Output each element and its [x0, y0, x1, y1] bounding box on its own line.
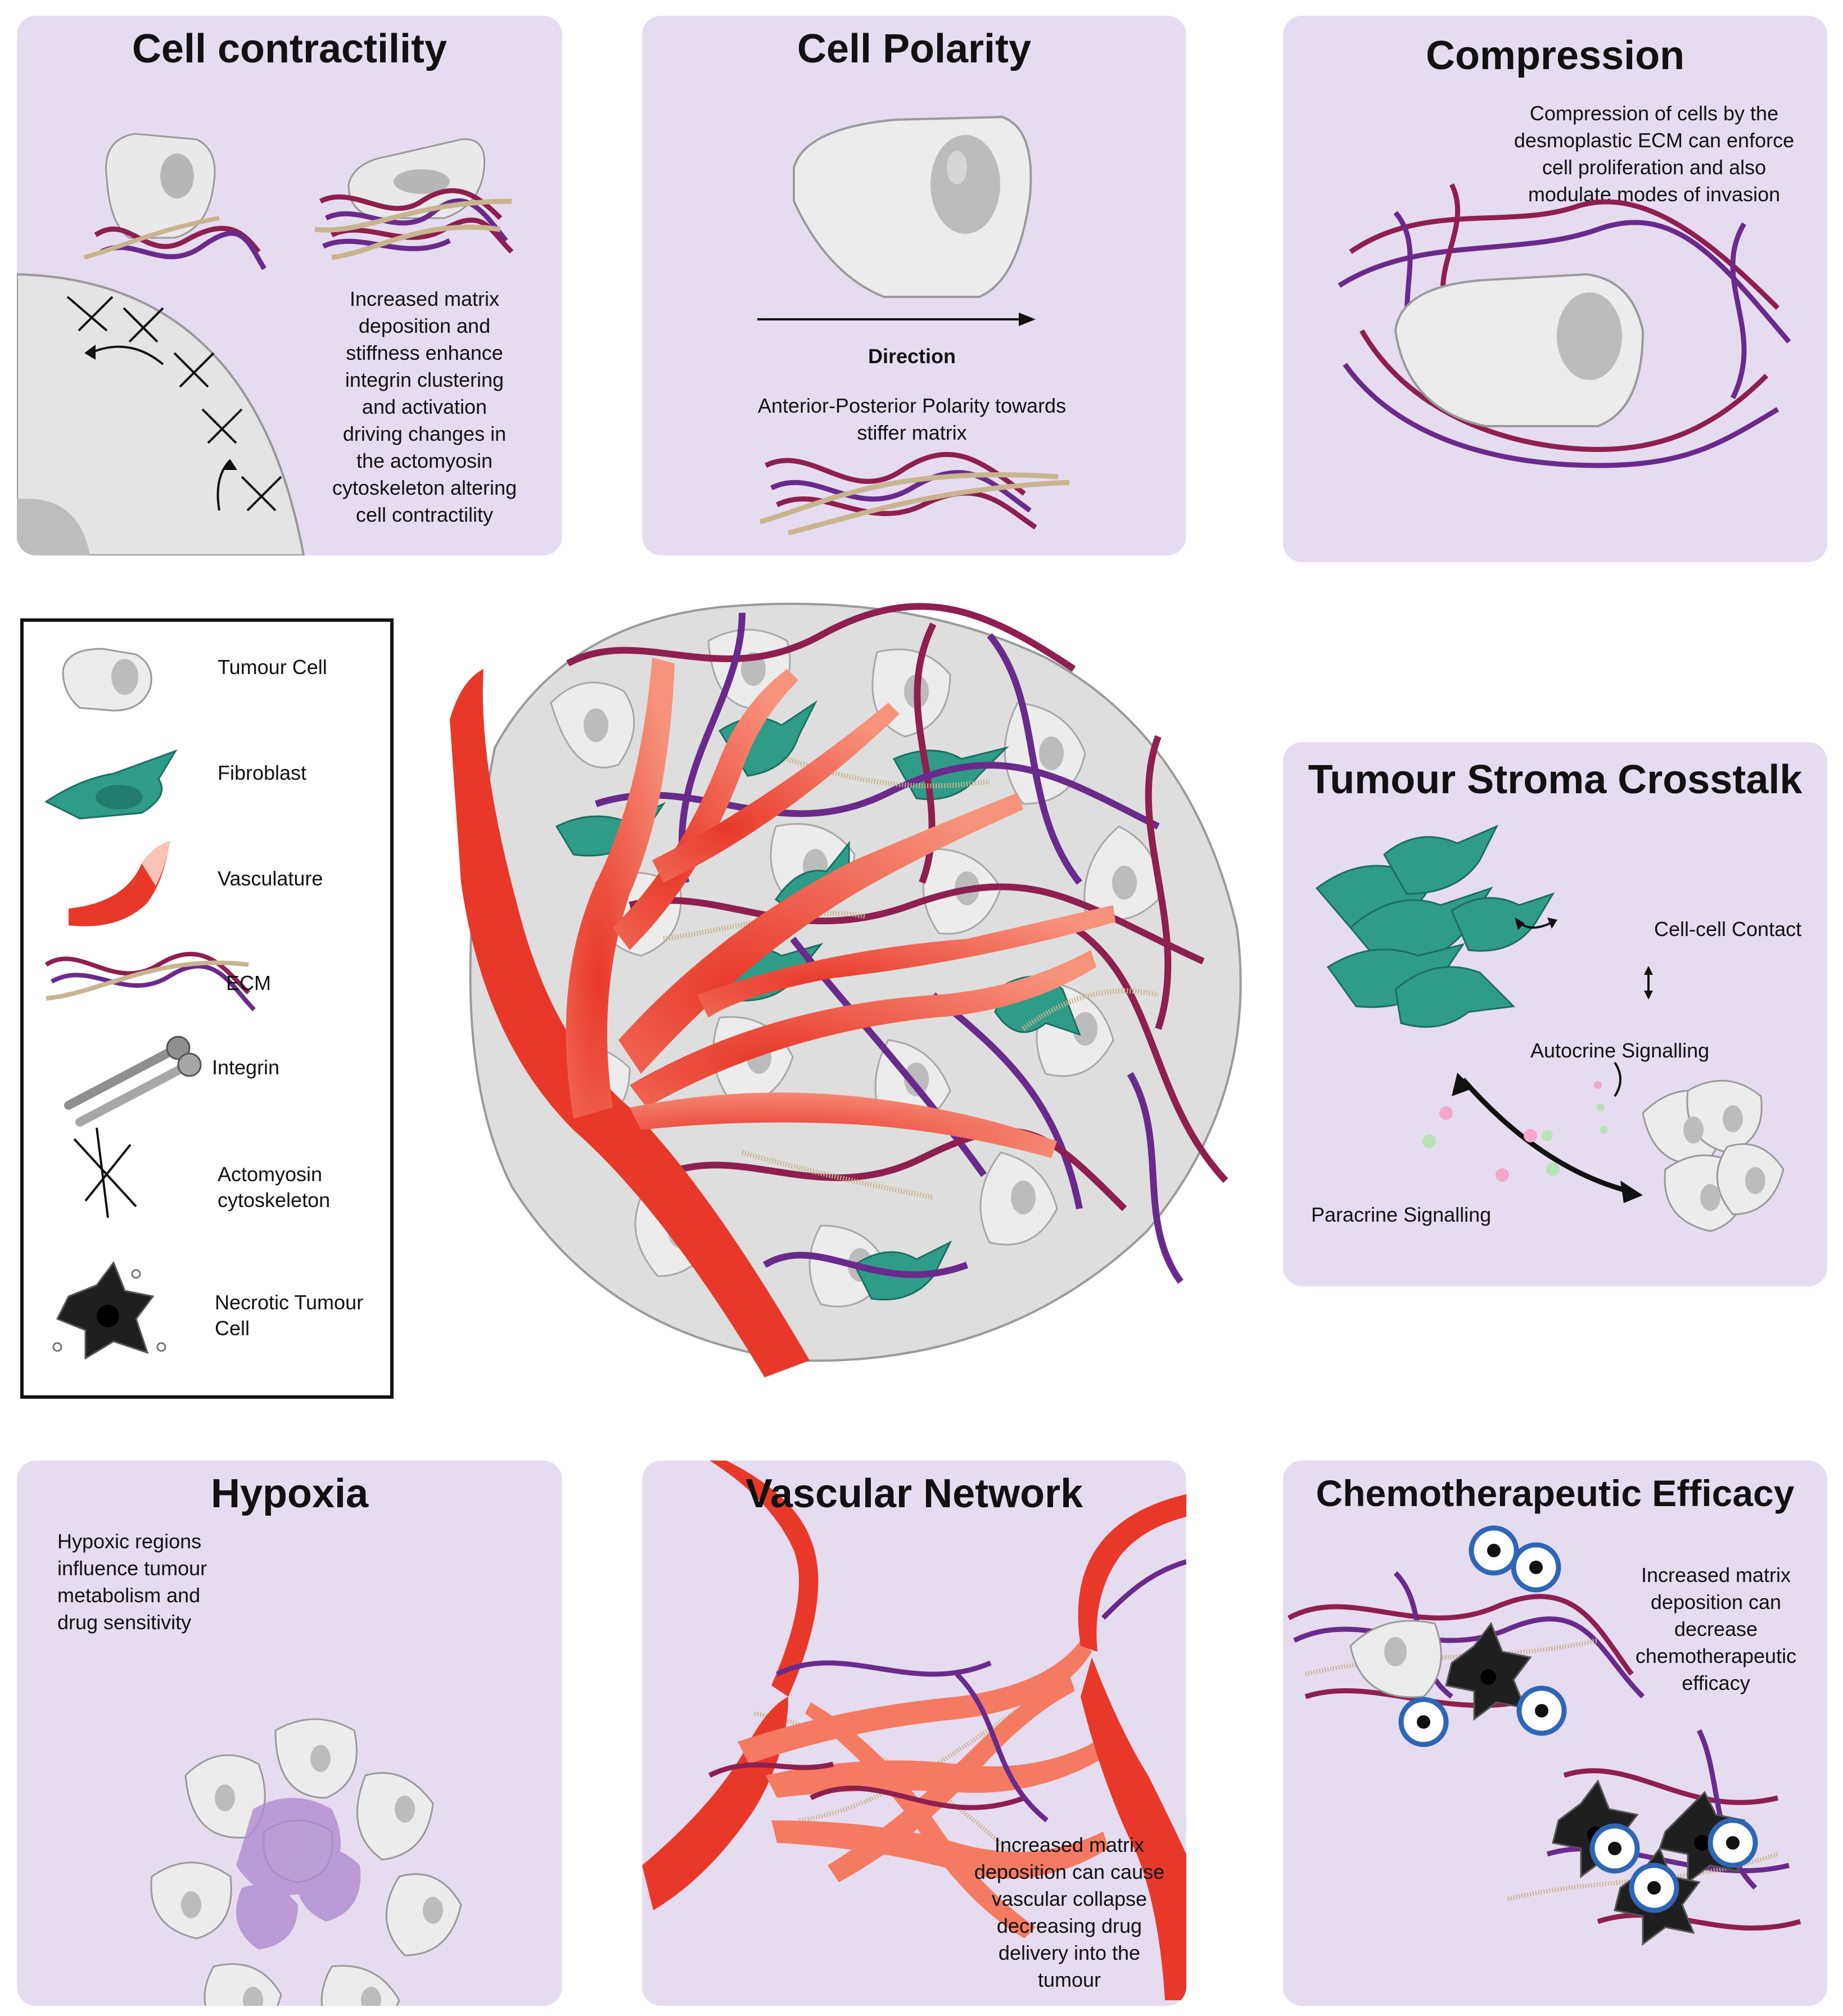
actomyosin-icon	[73, 1127, 137, 1218]
panel-title: Compression	[1425, 33, 1685, 78]
tumour-cell-icon	[793, 115, 1032, 298]
chemo-description: Increased matrix deposition can decrease…	[1635, 1563, 1797, 1694]
compression-description: Compression of cells by the desmoplastic…	[1514, 102, 1795, 206]
fibroblast-cluster	[1315, 825, 1555, 1028]
compression-illustration	[1338, 183, 1791, 468]
necrotic-cell-icon	[52, 1260, 166, 1360]
vascular-illustration	[642, 1461, 1186, 2000]
panel-hypoxia: Hypoxia Hypoxic regions influence tumour…	[17, 1461, 562, 2006]
fibroblast-icon	[44, 749, 178, 820]
panel-title: Tumour Stroma Crosstalk	[1308, 757, 1803, 802]
integrin-icon	[64, 1036, 202, 1127]
polarity-illustration	[757, 115, 1070, 536]
legend-label-necrotic: Necrotic Tumour Cell	[215, 1291, 364, 1340]
panel-title: Hypoxia	[210, 1471, 369, 1516]
legend-label-actomyosin: Actomyosin cytoskeleton	[218, 1163, 331, 1212]
biohazard-icon	[1417, 1544, 1740, 1895]
tumour-cell-icon	[1394, 273, 1645, 427]
vascular-description: Increased matrix deposition can cause va…	[974, 1833, 1165, 1991]
legend: Tumour Cell Fibroblast Vasculature ECM I…	[20, 618, 394, 1399]
actomyosin-icon	[66, 296, 282, 512]
vasculature	[642, 1461, 1186, 2000]
tumour-mass-illustration	[450, 603, 1242, 1377]
direction-arrow	[757, 313, 1036, 326]
panel-title: Chemotherapeutic Efficacy	[1316, 1472, 1795, 1514]
vasculature	[450, 658, 1115, 1377]
cell-contact-label: Cell-cell Contact	[1654, 917, 1802, 941]
hypoxia-description: Hypoxic regions influence tumour metabol…	[57, 1530, 207, 1634]
crosstalk-illustration	[1315, 825, 1785, 1232]
panel-cell-contractility: Cell contractility	[17, 16, 562, 555]
panel-title: Vascular Network	[745, 1471, 1083, 1516]
panel-chemo-efficacy: Chemotherapeutic Efficacy Increased matr…	[1283, 1461, 1827, 2006]
drug-icons	[1398, 1525, 1758, 1913]
contractility-description: Increased matrix deposition and stiffnes…	[332, 287, 517, 526]
legend-label-fibroblast: Fibroblast	[218, 761, 307, 784]
panel-title: Cell contractility	[132, 26, 448, 71]
panel-cell-polarity: Cell Polarity Direction Anterior-Posteri…	[642, 16, 1186, 555]
legend-label-ecm: ECM	[226, 971, 271, 995]
ecm-icon	[759, 451, 1070, 536]
hypoxic-core	[236, 1798, 361, 1950]
legend-label-integrin: Integrin	[212, 1056, 280, 1079]
panel-title: Cell Polarity	[797, 26, 1032, 71]
legend-label-tumour-cell: Tumour Cell	[218, 656, 327, 679]
ecm-icon	[44, 952, 256, 1011]
paracrine-label: Paracrine Signalling	[1311, 1203, 1492, 1226]
autocrine-label: Autocrine Signalling	[1530, 1039, 1710, 1062]
signalling-molecules	[1422, 1081, 1607, 1182]
legend-icons	[44, 648, 256, 1360]
contractility-illustration	[17, 133, 514, 555]
panel-vascular-network: Vascular Network Increased matrix deposi…	[642, 1461, 1186, 2006]
vasculature-icon	[69, 841, 170, 926]
polarity-description: Anterior-Posterior Polarity towards stif…	[757, 394, 1067, 444]
direction-label: Direction	[868, 345, 956, 368]
hypoxia-illustration	[150, 1718, 462, 2006]
tumour-cell-icon	[62, 648, 152, 712]
chemo-illustration	[1287, 1525, 1801, 1946]
tumour-cell-icon	[1349, 1620, 1442, 1698]
panel-tumour-stroma: Tumour Stroma Crosstalk	[1283, 742, 1827, 1286]
legend-label-vasculature: Vasculature	[218, 867, 323, 890]
panel-compression: Compression Compression of cells by the …	[1283, 16, 1827, 562]
